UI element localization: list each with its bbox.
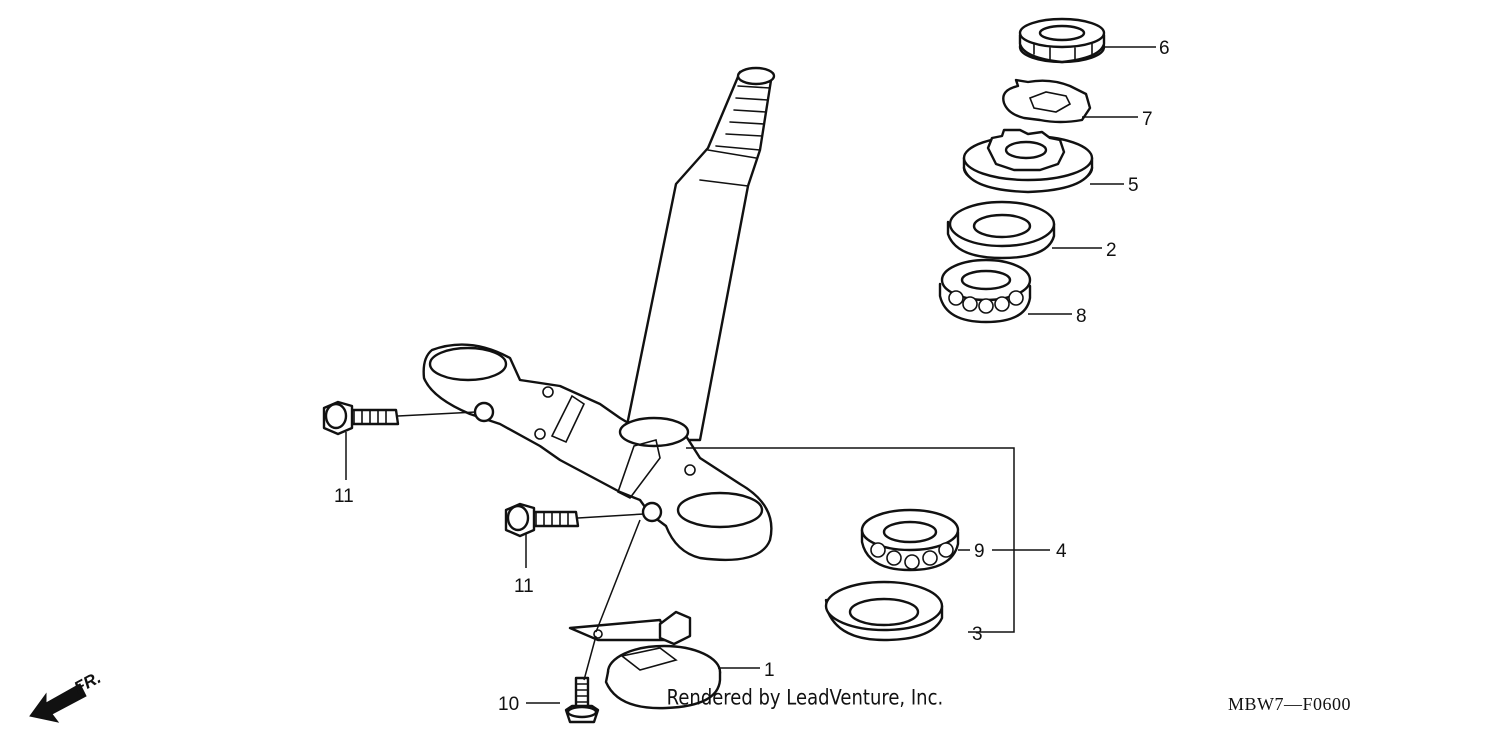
part-steering-stem[interactable] <box>422 66 776 562</box>
callout-11-lower: 11 <box>514 576 534 597</box>
callout-9: 9 <box>974 541 985 562</box>
callout-3: 3 <box>972 624 983 645</box>
callout-8: 8 <box>1076 306 1087 327</box>
callout-1: 1 <box>764 660 775 681</box>
callout-2: 2 <box>1106 240 1117 261</box>
part-lock-nut[interactable] <box>1018 17 1106 64</box>
part-lower-ball-bearing[interactable] <box>860 508 960 572</box>
callout-11-upper: 11 <box>334 486 354 507</box>
front-direction-indicator: FR. <box>29 668 104 723</box>
part-pinch-bolt-lower[interactable] <box>504 502 580 538</box>
callout-5: 5 <box>1128 175 1139 196</box>
part-lock-washer[interactable] <box>1002 78 1092 124</box>
callout-10: 10 <box>498 694 519 715</box>
part-bearing-adjustment-nut[interactable] <box>962 128 1094 194</box>
part-upper-bearing-race[interactable] <box>946 200 1056 260</box>
part-horn-mounting-bolt[interactable] <box>564 676 600 724</box>
callout-7: 7 <box>1142 109 1153 130</box>
part-upper-ball-bearing[interactable] <box>938 258 1032 324</box>
callout-4: 4 <box>1056 541 1067 562</box>
front-direction-arrow-icon <box>29 683 87 723</box>
leader-lines <box>345 46 1156 704</box>
part-lower-bearing-race[interactable] <box>824 580 944 642</box>
callout-labels: 6 7 5 2 8 9 4 3 1 10 11 11 <box>334 38 1170 715</box>
diagram-code: MBW7—F0600 <box>1228 694 1351 714</box>
render-credit: Rendered by LeadVenture, Inc. <box>667 685 944 710</box>
part-pinch-bolt-upper[interactable] <box>322 400 400 436</box>
part-horn[interactable] <box>568 610 722 710</box>
callout-6: 6 <box>1159 38 1170 59</box>
